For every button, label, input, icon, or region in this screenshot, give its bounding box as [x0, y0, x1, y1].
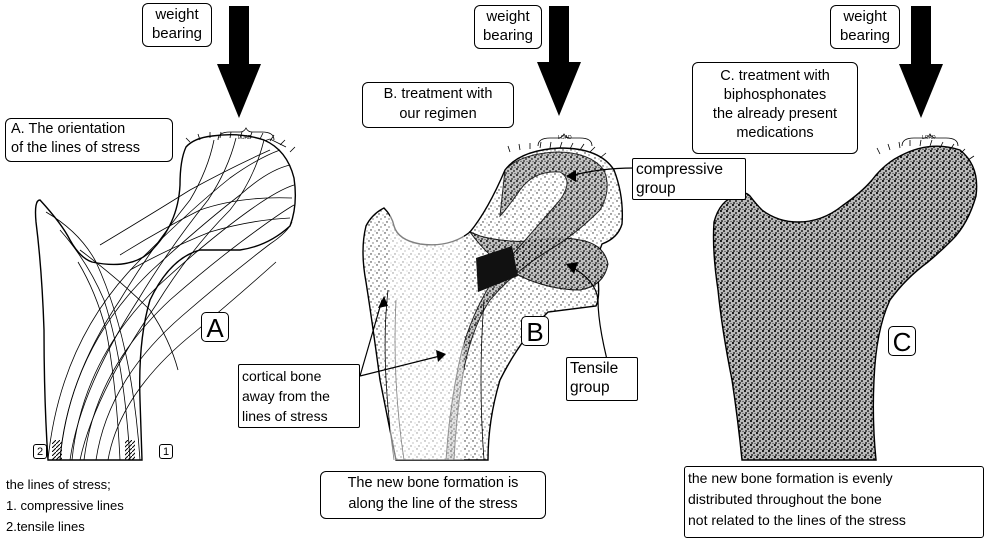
panel-b-caption: The new bone formation is along the line… [320, 471, 546, 519]
panel-c-caption: the new bone formation is evenly distrib… [684, 466, 984, 538]
panel-a-letter: A [201, 312, 229, 342]
load-label-b: LOAD [558, 130, 572, 147]
load-label-c: LOAD [922, 130, 936, 147]
panel-b-letter: B [521, 316, 549, 346]
weight-arrow-b [537, 6, 581, 116]
weight-bearing-label-a: weight bearing [142, 3, 212, 47]
femur-b [363, 134, 622, 460]
weight-arrow-a [217, 6, 261, 118]
weight-bearing-label-b: weight bearing [474, 5, 542, 49]
panel-c-title: C. treatment with biphosphonates the alr… [692, 62, 858, 154]
femur-c [714, 134, 977, 460]
panel-a-title: A. The orientation of the lines of stres… [5, 118, 173, 162]
weight-bearing-label-c: weight bearing [830, 5, 900, 49]
load-label-a: LOAD [238, 130, 252, 147]
marker-1: 1 [159, 444, 173, 459]
marker-2: 2 [33, 444, 47, 459]
cortical-bone-label: cortical bone away from the lines of str… [238, 364, 360, 428]
panel-b-title: B. treatment with our regimen [362, 82, 514, 128]
compressive-group-label: compressive group [632, 158, 746, 200]
tensile-group-label: Tensile group [566, 357, 638, 401]
panel-c-letter: C [888, 326, 916, 356]
lines-of-stress-legend: the lines of stress; 1. compressive line… [6, 474, 124, 537]
weight-arrow-c [899, 6, 943, 118]
